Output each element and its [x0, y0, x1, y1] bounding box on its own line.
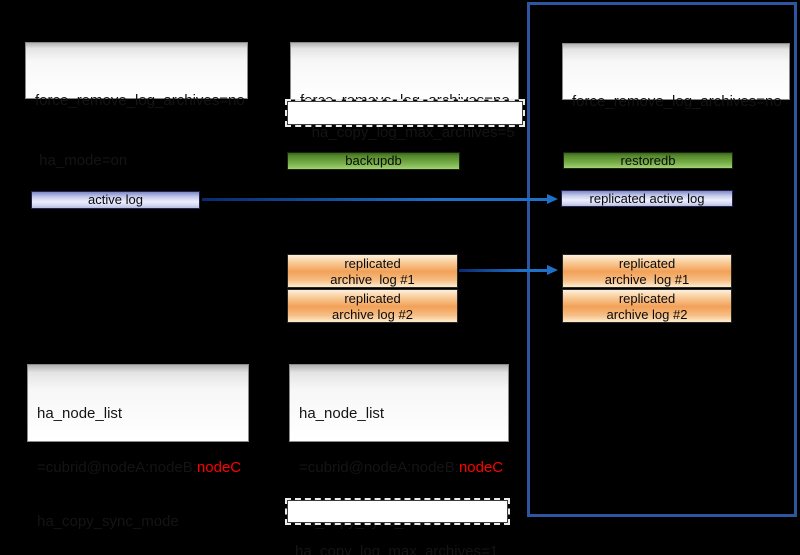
config-line: force_remove_log_archives=no [572, 93, 782, 110]
archive-log-line: replicated [618, 256, 676, 271]
config-text: =cubrid@nodeA:nodeB: [299, 459, 459, 476]
archive-log-line: replicated [344, 256, 401, 271]
restoredb-label: restoredb [620, 153, 676, 168]
config-line: ha_node_list [299, 405, 385, 422]
middle-config-bottom-box: ha_node_list =cubrid@nodeA:nodeB:nodeC h… [289, 364, 509, 530]
right-config-top-box: force_remove_log_archives=no ha_mode=on [562, 43, 790, 170]
archive-log-line: archive log #2 [332, 307, 413, 322]
archive-log-line: archive log #1 [604, 272, 690, 287]
active-log-arrow-line [202, 198, 548, 201]
config-highlight-red: nodeC [196, 459, 242, 476]
config-line: force_remove_log_archives=no [35, 92, 245, 109]
left-config-bottom-box: ha_node_list =cubrid@nodeA:nodeB:nodeC h… [27, 364, 249, 530]
config-line: ha_node_list [37, 405, 123, 422]
config-line: ha_copy_sync_mode [37, 513, 179, 530]
config-line: ha_mode=on [35, 152, 128, 169]
active-log-label: active log [88, 192, 143, 207]
right-archive-log-1-box: replicated archive log #1 [562, 254, 732, 288]
archive-log-line: replicated [618, 291, 676, 306]
max-archives-top-box: ha_copy_log_max_archives=5 [285, 99, 525, 141]
archive-log-line: archive log #2 [606, 307, 688, 322]
replicated-active-log-box: replicated active log [561, 190, 733, 207]
max-archives-top-label: ha_copy_log_max_archives=5 [311, 124, 515, 141]
left-config-top-box: force_remove_log_archives=no ha_mode=on [25, 42, 248, 169]
config-line: =cubrid@nodeA:nodeB:nodeC [299, 459, 504, 477]
archive-log-line: archive log #1 [330, 272, 415, 287]
middle-archive-log-2-box: replicated archive log #2 [287, 289, 458, 323]
replicated-active-log-label: replicated active log [589, 191, 705, 206]
node-c-boundary [527, 2, 797, 517]
middle-config-top-box: force_remove_log_archives=no ha_mode=on [290, 42, 519, 169]
config-line: =cubrid@nodeA:nodeB:nodeC [37, 459, 244, 477]
backupdb-box: backupdb [287, 152, 460, 170]
archive-log-arrow-head [547, 265, 558, 275]
max-archives-bottom-label: ha_copy_log_max_archives=1 [295, 543, 499, 555]
archive-log-line: replicated [344, 291, 401, 306]
config-text: =cubrid@nodeA:nodeB: [37, 459, 197, 476]
active-log-box: active log [31, 191, 200, 209]
config-highlight-red: nodeC [458, 459, 504, 476]
backupdb-label: backupdb [345, 153, 402, 168]
right-archive-log-2-box: replicated archive log #2 [562, 289, 732, 323]
archive-log-arrow-line [459, 269, 548, 272]
active-log-arrow-head [547, 194, 558, 204]
middle-archive-log-1-box: replicated archive log #1 [287, 254, 458, 288]
restoredb-box: restoredb [563, 152, 733, 169]
max-archives-bottom-box: ha_copy_log_max_archives=1 [285, 498, 510, 555]
